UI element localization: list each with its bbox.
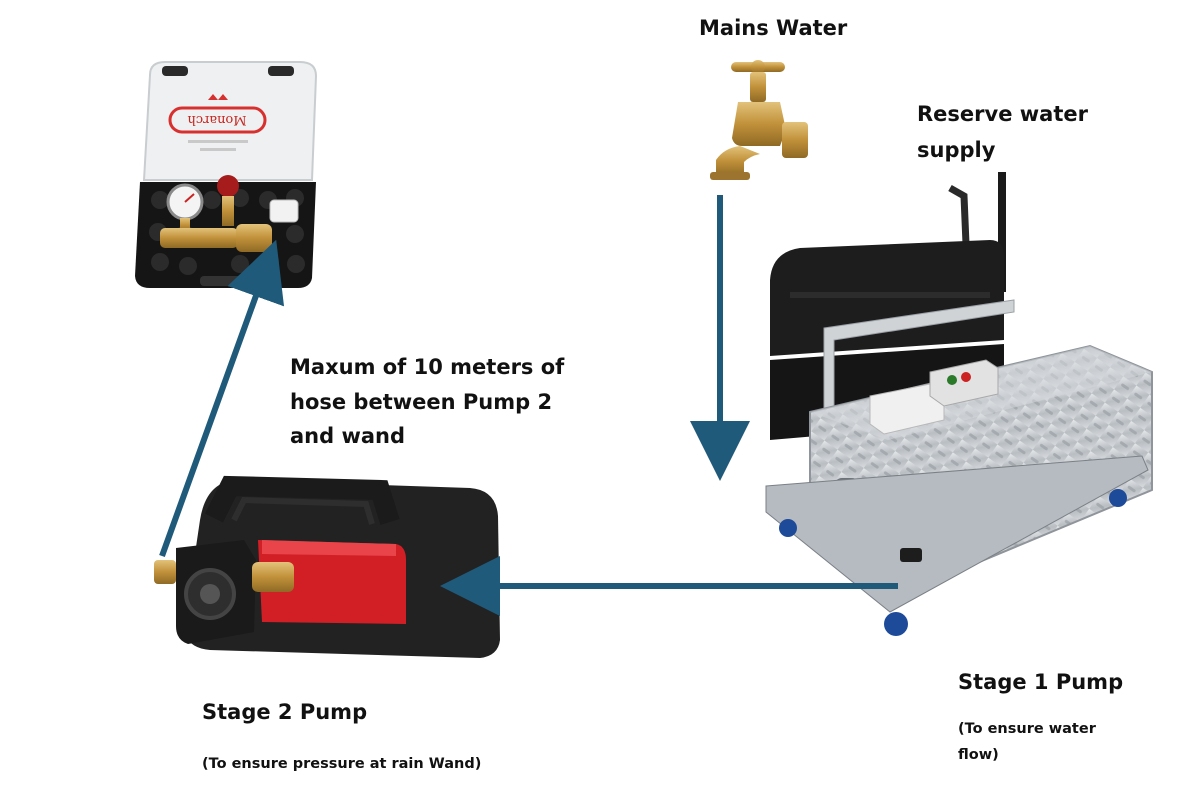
monarch-logo <box>168 106 267 134</box>
crown-icon <box>208 94 228 100</box>
start-button-icon <box>947 375 957 385</box>
wheel-icon <box>779 519 797 537</box>
stage2-pump-title: Stage 2 Pump <box>202 700 368 724</box>
switch-box <box>929 359 999 407</box>
stage2-pump-unit <box>154 475 500 658</box>
case-brand-text: Monarch <box>187 112 247 127</box>
stop-button-icon <box>961 372 971 382</box>
mains-tap <box>710 60 808 180</box>
test-kit-case: Monarch <box>135 61 318 288</box>
hose-label-line1: Maxum of 10 meters of <box>290 355 565 379</box>
wheel-icon <box>884 612 908 636</box>
stage2-to-wand-arrow <box>159 239 285 558</box>
mains-water-label: Mains Water <box>699 16 848 40</box>
valve-handle-icon <box>217 175 239 197</box>
stage1-pump-note-line2: flow) <box>958 747 999 763</box>
pump-red-motor <box>258 540 406 624</box>
brass-inlet-fitting <box>252 562 294 592</box>
reserve-water-label-line1: Reserve water <box>917 102 1088 126</box>
stage2-pump-note: (To ensure pressure at rain Wand) <box>202 756 482 772</box>
wheel-icon <box>1109 489 1127 507</box>
stage1-pump-title: Stage 1 Pump <box>958 670 1124 694</box>
stage1-pump-unit <box>765 172 1153 636</box>
stage1-pump-note-line1: (To ensure water <box>958 721 1096 737</box>
reserve-water-label-line2: supply <box>917 138 996 162</box>
hose-label-line3: and wand <box>290 424 406 448</box>
hose-label-line2: hose between Pump 2 <box>290 390 553 414</box>
brass-outlet-fitting <box>154 560 176 584</box>
